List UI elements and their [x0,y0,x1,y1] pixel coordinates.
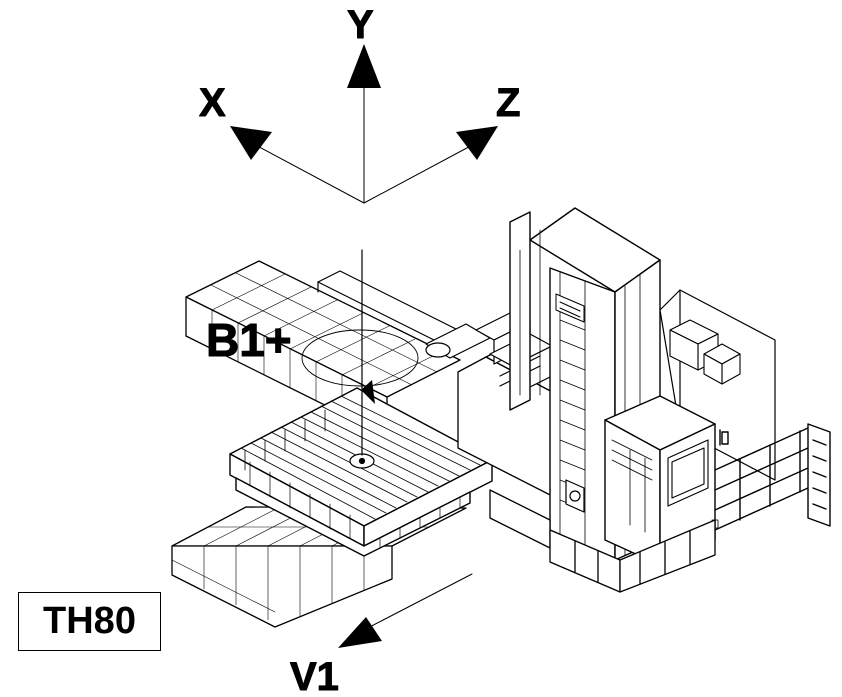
v1-axis-label: V1 [290,655,339,697]
table-center-mark [349,249,375,469]
y-axis-arrow [347,44,381,88]
model-label-box: TH80 [18,592,161,651]
model-label: TH80 [43,600,136,642]
control-keypad [611,439,719,533]
rear-bed-grid [210,272,442,428]
column-pocket [565,479,585,513]
b-rotation-arrow [361,380,375,404]
rotary-table-slots [240,395,481,520]
z-axis-line [363,141,479,204]
b-rotation-ellipse [301,329,419,387]
rear-enclosure-boxes [669,319,741,385]
rotary-table-front-ribs [249,461,461,549]
v1-axis-arrow [338,617,382,648]
axis-system [249,79,479,204]
side-railing [714,423,831,531]
column-logo-badge [555,293,585,323]
z-axis-label: Z [496,81,520,125]
control-screen [667,439,709,507]
v1-axis-line [359,573,473,633]
x-axis-label: X [199,81,226,125]
machine-plinth [489,489,716,593]
x-axis-arrow [230,126,272,160]
y-axis-label: Y [347,3,374,47]
x-axis-line [249,141,365,204]
z-axis-arrow [456,126,498,160]
b-rotation-label: B1+ [206,314,292,366]
